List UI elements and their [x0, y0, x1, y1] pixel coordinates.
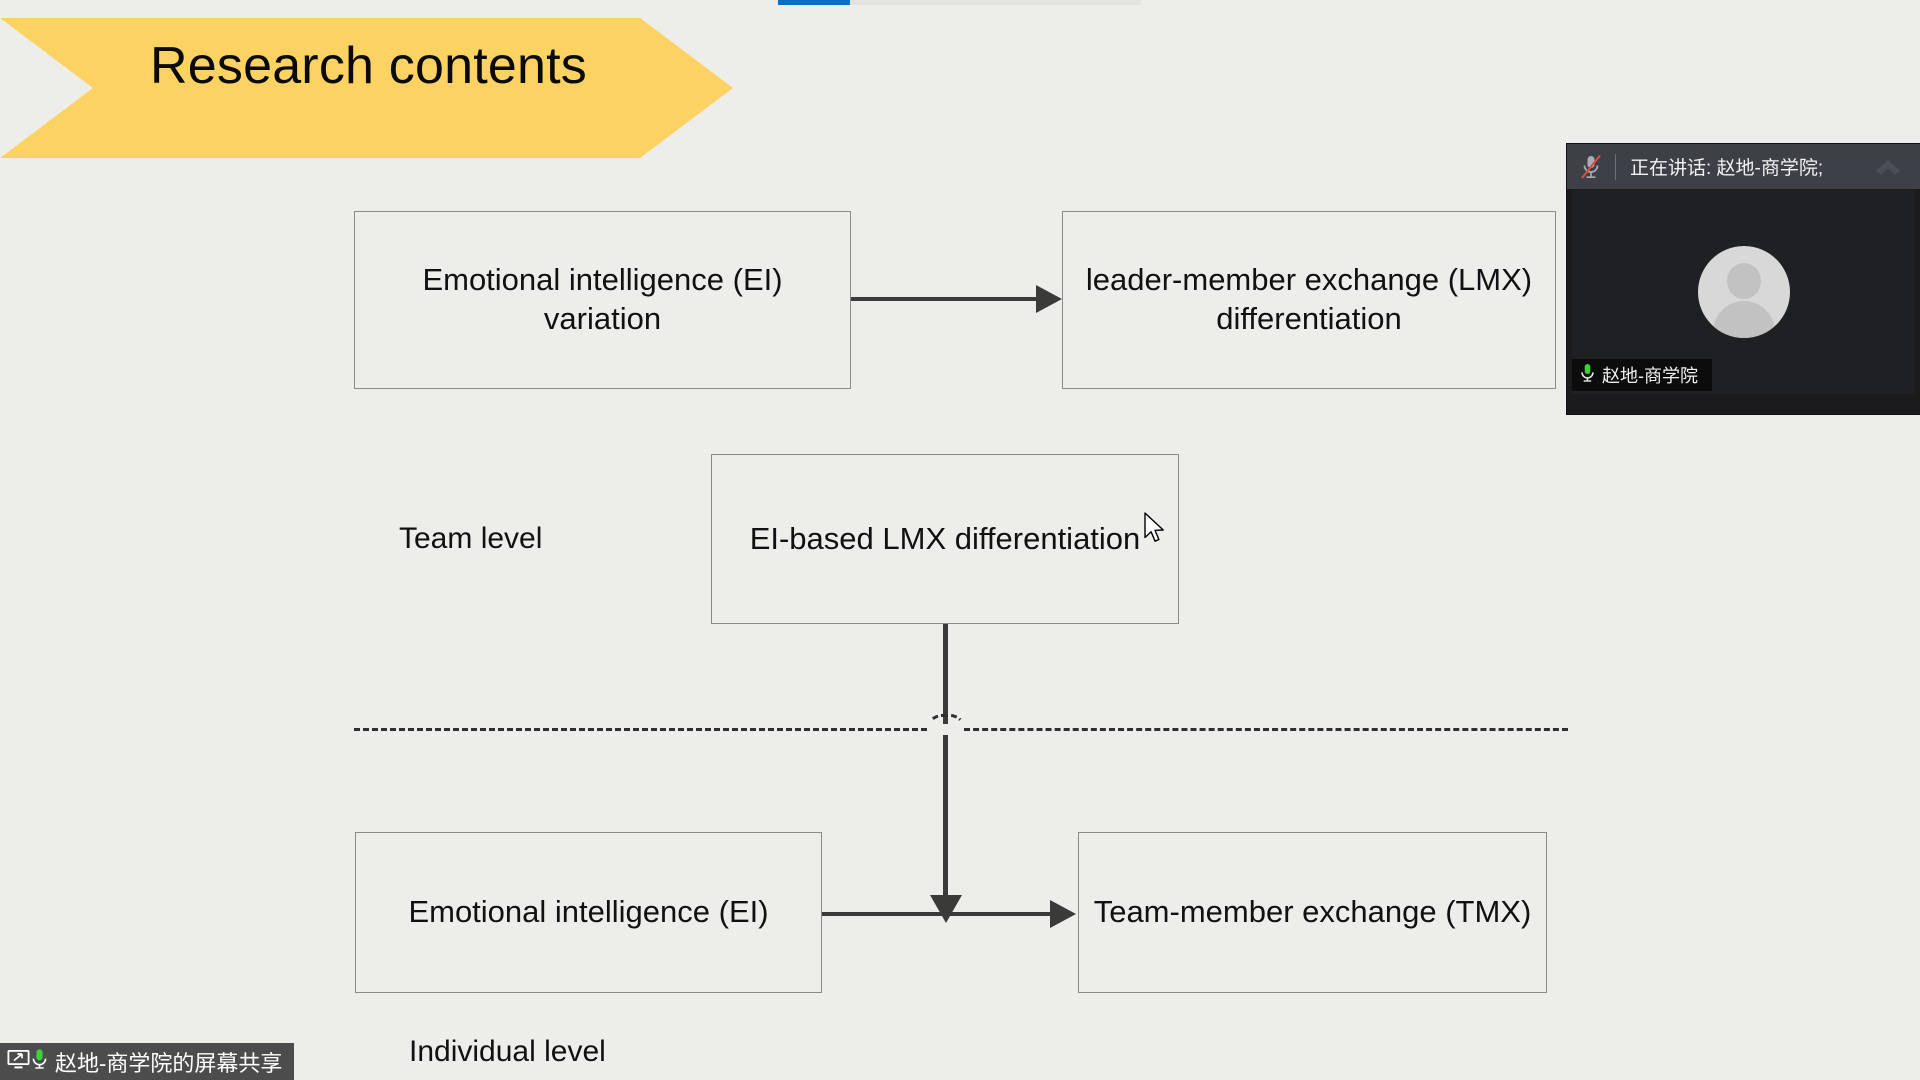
- arrowhead-down-icon: [930, 895, 962, 923]
- connector-ei-to-tmx: [822, 912, 1060, 916]
- default-avatar-icon: [1697, 245, 1790, 338]
- screen-share-label: 赵地-商学院的屏幕共享: [55, 1050, 283, 1076]
- microphone-muted-icon[interactable]: [1567, 144, 1615, 189]
- diagram-box-ei-based-lmx-differentiation: EI-based LMX differentiation: [711, 454, 1179, 624]
- header-divider: [1615, 153, 1616, 180]
- label-team-level: Team level: [399, 522, 543, 555]
- chevron-up-icon[interactable]: [1866, 148, 1910, 184]
- diagram-box-emotional-intelligence: Emotional intelligence (EI): [355, 832, 822, 993]
- diagram-box-label: Emotional intelligence (EI): [408, 894, 769, 930]
- presentation-progress-fill: [778, 0, 850, 5]
- level-divider-left: [354, 728, 927, 731]
- label-individual-level: Individual level: [409, 1035, 606, 1068]
- connector-cross-level-lower: [943, 735, 948, 909]
- page-title: Research contents: [150, 37, 587, 95]
- screen-share-status-chip[interactable]: 赵地-商学院的屏幕共享: [0, 1043, 295, 1080]
- diagram-box-ei-variation: Emotional intelligence (EI) variation: [354, 211, 851, 389]
- screen-share-icon: [6, 1048, 31, 1075]
- presentation-progress-track: [778, 0, 1141, 5]
- zoom-participant-name: 赵地-商学院: [1602, 366, 1698, 386]
- level-divider-right: [964, 728, 1568, 731]
- zoom-floating-video-panel[interactable]: 正在讲话: 赵地-商学院; 赵地-商学院: [1567, 144, 1920, 414]
- microphone-icon: [31, 1048, 48, 1075]
- diagram-box-label: EI-based LMX differentiation: [749, 520, 1141, 556]
- diagram-box-label: Emotional intelligence (EI) variation: [422, 262, 783, 336]
- connector-ei-variation-to-lmx: [851, 297, 1044, 301]
- connector-cross-level-upper: [943, 624, 948, 724]
- level-divider-hop: [926, 714, 966, 730]
- diagram-box-label: leader-member exchange (LMX) differentia…: [1085, 262, 1533, 336]
- microphone-active-icon: [1580, 363, 1595, 388]
- diagram-box-team-member-exchange: Team-member exchange (TMX): [1078, 832, 1547, 993]
- mouse-pointer-icon: [1144, 512, 1170, 546]
- arrowhead-right-bottom-icon: [1050, 900, 1076, 928]
- arrowhead-right-top-icon: [1036, 285, 1062, 313]
- zoom-panel-header[interactable]: 正在讲话: 赵地-商学院;: [1567, 144, 1920, 189]
- avatar-body: [1712, 300, 1775, 338]
- avatar-head: [1726, 262, 1761, 299]
- diagram-box-label: Team-member exchange (TMX): [1093, 894, 1532, 930]
- zoom-participant-name-bar: 赵地-商学院: [1572, 359, 1712, 391]
- title-banner-shape: [0, 18, 733, 158]
- zoom-speaking-status: 正在讲话: 赵地-商学院;: [1630, 158, 1824, 179]
- diagram-box-lmx-differentiation: leader-member exchange (LMX) differentia…: [1062, 211, 1556, 389]
